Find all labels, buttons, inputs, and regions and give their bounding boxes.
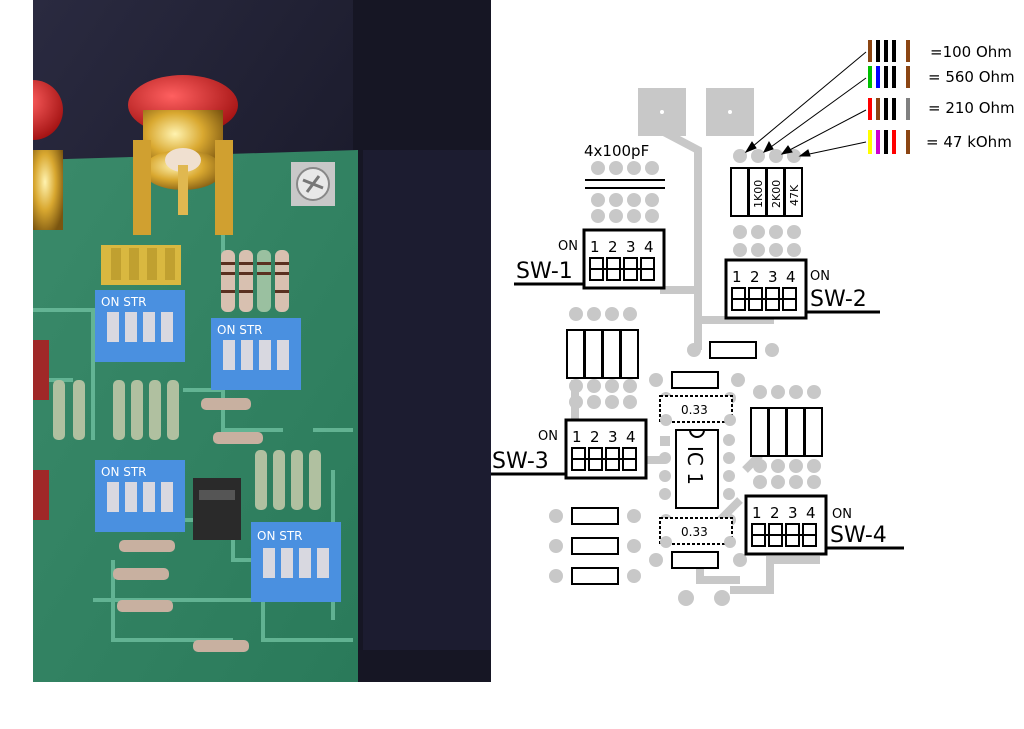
sw1-pin-1: 1 <box>590 238 600 256</box>
resistor-value-2k00: 2K00 <box>770 180 783 208</box>
resistors-sw2: 1K00 2K00 47K <box>730 149 803 257</box>
sw4-pin-3: 3 <box>788 504 798 522</box>
sw2-on-label: ON <box>810 269 830 284</box>
rca-connector <box>128 75 238 235</box>
legend-row-47-kohm: = 47 kOhm <box>868 130 1012 154</box>
capacitors-4x100pf <box>585 161 665 223</box>
svg-text:ON STR: ON STR <box>217 323 263 337</box>
sw2-pin-4: 4 <box>786 268 796 286</box>
photo-ic-chip <box>193 478 241 540</box>
capacitor-label: 4x100pF <box>584 142 649 160</box>
pcb-layout-diagram: 4x100pF ON 1 2 3 4 SW- <box>490 0 1024 724</box>
ic1-label: IC 1 <box>683 446 707 485</box>
sw1-pin-3: 3 <box>626 238 636 256</box>
svg-text:ON STR: ON STR <box>101 465 147 479</box>
sw2-pin-3: 3 <box>768 268 778 286</box>
legend-row-100-ohm: =100 Ohm <box>868 40 1012 62</box>
layout-traces <box>571 126 820 594</box>
sw2-label: SW-2 <box>810 287 867 312</box>
sw2-pin-1: 1 <box>732 268 742 286</box>
legend-label-100-ohm: =100 Ohm <box>930 43 1012 61</box>
photo-dip-switch-4: ON STR <box>251 522 341 602</box>
sw1-on-label: ON <box>558 239 578 254</box>
photo-dip-switch-2: ON STR <box>211 318 301 390</box>
sw1-label: SW-1 <box>516 259 573 284</box>
sw4-pin-1: 1 <box>752 504 762 522</box>
capacitor-value-top: 0.33 <box>681 403 708 417</box>
capacitor-block <box>101 245 181 285</box>
screw <box>291 162 335 206</box>
resistor-value-47k: 47K <box>788 184 801 206</box>
resistor-group-middle <box>53 380 321 510</box>
legend-label-560-ohm: = 560 Ohm <box>928 68 1015 86</box>
resistor-color-legend: =100 Ohm = 560 Ohm = 210 Ohm <box>744 40 1015 157</box>
resistor-group-horizontal <box>113 398 263 652</box>
sw4-label: SW-4 <box>830 523 887 548</box>
legend-label-47-kohm: = 47 kOhm <box>926 133 1012 151</box>
sw3-pin-2: 2 <box>590 428 600 446</box>
capacitor-value-bottom: 0.33 <box>681 525 708 539</box>
capacitor-033-top: 0.33 <box>659 392 736 426</box>
resistor-horizontal-1 <box>687 341 779 359</box>
rca-connector-left <box>33 80 63 230</box>
legend-label-210-ohm: = 210 Ohm <box>928 99 1015 117</box>
dip-switch-sw2: 1 2 3 4 ON SW-2 <box>724 258 880 320</box>
resistor-horizontal-2 <box>649 371 745 389</box>
resistor-group-top <box>221 250 289 312</box>
sw1-pin-4: 4 <box>644 238 654 256</box>
sw2-pin-2: 2 <box>750 268 760 286</box>
ic1-chip: IC 1 <box>659 429 735 509</box>
sw3-pin-3: 3 <box>608 428 618 446</box>
photo-dip-switch-3: ON STR <box>95 460 185 532</box>
svg-text:ON STR: ON STR <box>257 529 303 543</box>
pcb-photo: ON STR ON STR ON STR ON STR <box>33 0 491 682</box>
sw3-pin-4: 4 <box>626 428 636 446</box>
capacitor-033-bottom: 0.33 <box>659 514 736 548</box>
sw1-pin-2: 2 <box>608 238 618 256</box>
sw4-pin-2: 2 <box>770 504 780 522</box>
resistors-sw3 <box>566 307 639 409</box>
sw3-pin-1: 1 <box>572 428 582 446</box>
sw3-on-label: ON <box>538 429 558 444</box>
legend-row-560-ohm: = 560 Ohm <box>868 66 1015 88</box>
resistor-horizontal-3 <box>649 551 747 606</box>
resistor-value-1k00: 1K00 <box>752 180 765 208</box>
resistors-left-bottom <box>549 507 641 585</box>
dip-switch-sw3: ON 1 2 3 4 SW-3 <box>490 418 648 480</box>
sw3-label: SW-3 <box>492 449 549 474</box>
sw4-on-label: ON <box>832 507 852 522</box>
dip-switch-sw4: 1 2 3 4 ON SW-4 <box>744 494 904 556</box>
legend-row-210-ohm: = 210 Ohm <box>868 98 1015 120</box>
sw4-pin-4: 4 <box>806 504 816 522</box>
resistors-sw4 <box>750 385 823 489</box>
photo-dip-switch-1: ON STR <box>95 290 185 362</box>
legend-arrows <box>744 51 867 157</box>
svg-text:ON STR: ON STR <box>101 295 147 309</box>
dip-switch-sw1: ON 1 2 3 4 SW-1 <box>514 228 666 290</box>
